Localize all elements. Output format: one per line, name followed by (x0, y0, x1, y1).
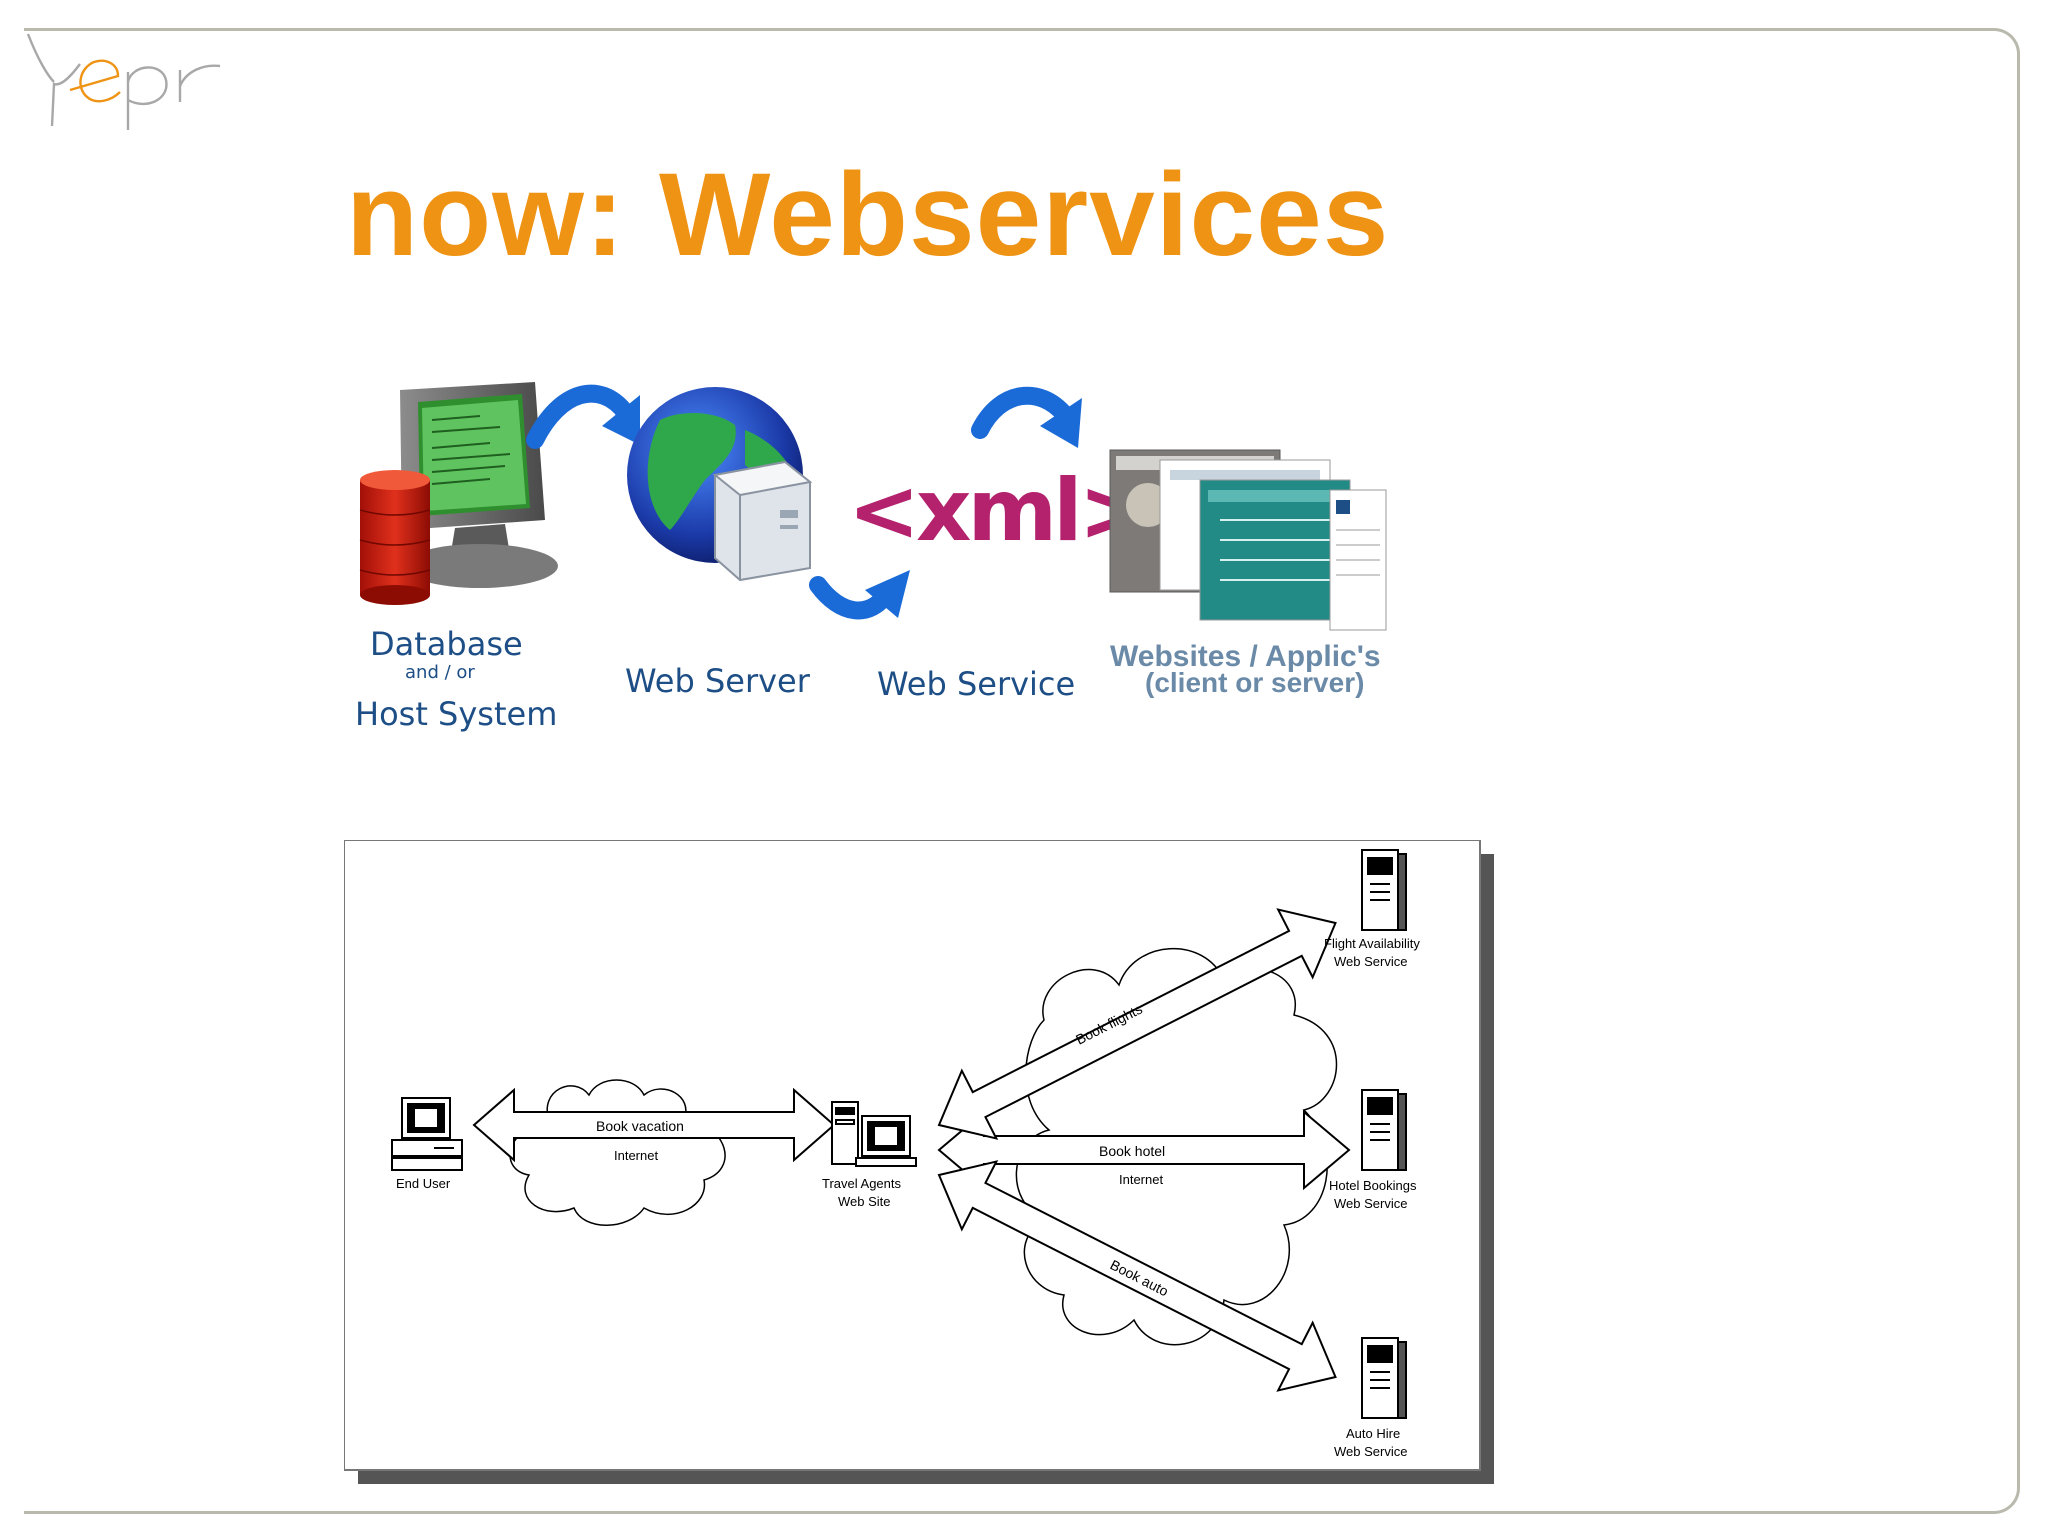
book-auto-arrow (937, 1160, 1337, 1392)
book-vacation-label: Book vacation (596, 1118, 684, 1134)
slide-title: now: Webservices (346, 149, 1390, 281)
web-server-icon (627, 387, 813, 582)
database-connector-label: and / or (405, 662, 475, 683)
end-user-label: End User (396, 1176, 451, 1191)
websites-label: Websites / Applic's (1110, 640, 1381, 673)
flow-arrow-3 (971, 386, 1082, 448)
websites-sub-label: (client or server) (1145, 667, 1364, 698)
internet-left-label: Internet (614, 1148, 658, 1163)
yepr-logo: yepr (26, 33, 221, 130)
auto-service-label-1: Auto Hire (1346, 1426, 1400, 1441)
travel-webservice-diagram: End User Book vacation Internet Travel A… (344, 840, 1494, 1484)
database-label: Database (370, 625, 523, 663)
hotel-service-label-2: Web Service (1334, 1196, 1407, 1211)
travel-agent-server-icon (831, 1101, 917, 1167)
database-icon (359, 470, 431, 605)
flow-arrow-2 (809, 570, 910, 620)
auto-server-icon (1361, 1337, 1407, 1419)
hotel-server-icon (1361, 1089, 1407, 1171)
auto-service-label-2: Web Service (1334, 1444, 1407, 1459)
flow-arrow-1 (526, 384, 640, 449)
book-hotel-label: Book hotel (1099, 1143, 1165, 1159)
flight-service-label-1: Flight Availability (1324, 936, 1420, 951)
hotel-service-label-1: Hotel Bookings (1329, 1178, 1417, 1193)
flight-service-label-2: Web Service (1334, 954, 1407, 969)
xml-logo: <xml> (848, 461, 1147, 561)
book-flights-arrow (937, 908, 1337, 1140)
web-service-label: Web Service (877, 665, 1075, 703)
travel-agent-label-2: Web Site (838, 1194, 891, 1209)
host-monitor-icon (400, 382, 558, 588)
host-system-label: Host System (355, 695, 557, 733)
webservice-flow-diagram: <xml> Database and / or Host System Web … (355, 382, 1387, 733)
end-user-computer-icon (391, 1097, 463, 1171)
flight-server-icon (1361, 849, 1407, 931)
web-server-label: Web Server (625, 662, 811, 700)
travel-agent-label-1: Travel Agents (822, 1176, 902, 1191)
slide-frame (24, 28, 2020, 1514)
websites-stack-icon (1109, 449, 1387, 631)
internet-right-label: Internet (1119, 1172, 1163, 1187)
